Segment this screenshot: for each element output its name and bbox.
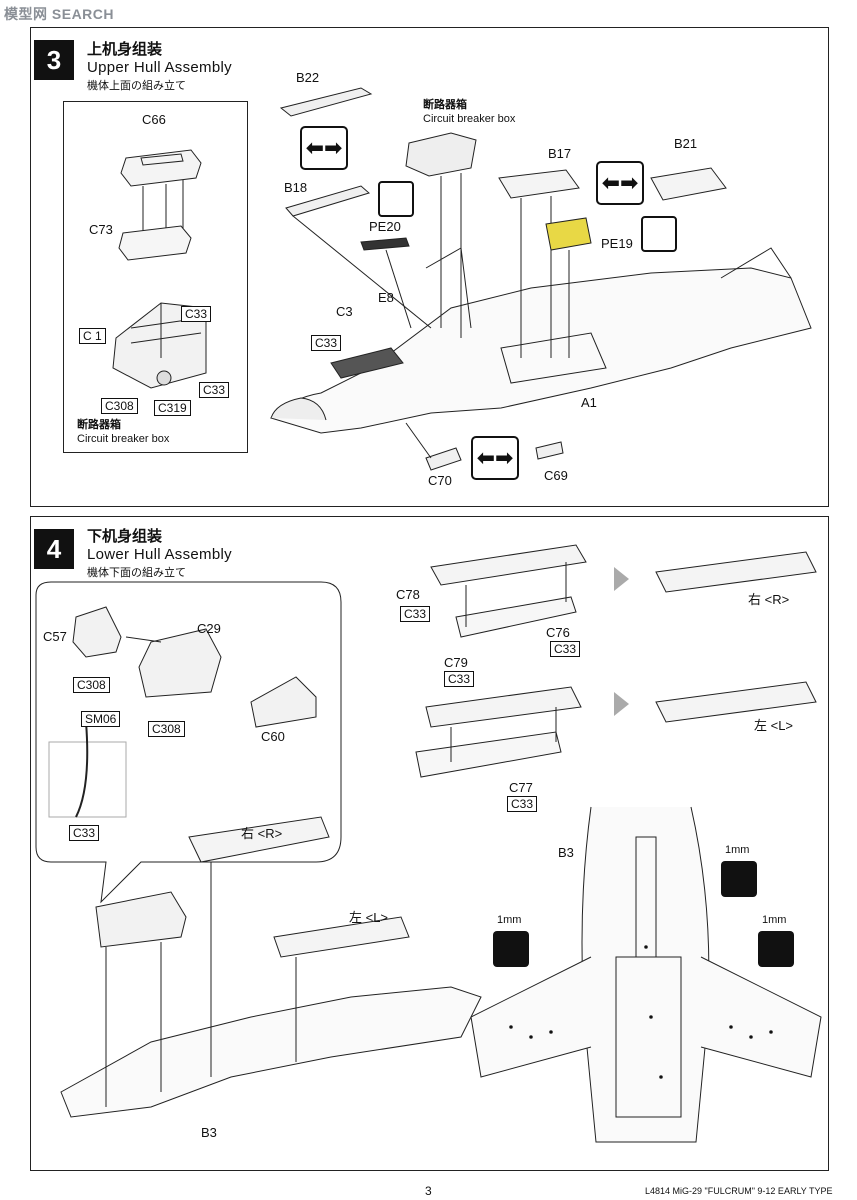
inset-caption-en: Circuit breaker box — [77, 433, 170, 445]
label-C70: C70 — [428, 473, 452, 488]
glue-icon-1 — [378, 181, 414, 217]
step4-number: 4 — [34, 529, 74, 569]
inset-caption: 断路器箱 Circuit breaker box — [77, 418, 169, 446]
drill-label-2: 1mm — [725, 844, 750, 856]
step4-title-cn: 下机身组装 — [87, 528, 163, 545]
callout-circuit-breaker: 断路器箱 Circuit breaker box — [423, 98, 515, 126]
glue-icon-2 — [641, 216, 677, 252]
label-C33-c76: C33 — [550, 641, 581, 657]
label-C308: C308 — [101, 398, 138, 414]
reverse-side-icon-1: ⬅➡ — [300, 126, 348, 170]
label-C77: C77 — [509, 780, 533, 795]
label-C308-a: C308 — [73, 677, 110, 693]
step4-number-text: 4 — [46, 533, 62, 564]
label-E8: E8 — [378, 290, 394, 305]
label-C76: C76 — [546, 625, 570, 640]
label-B18: B18 — [284, 180, 308, 195]
step3-title-cn: 上机身组装 — [87, 41, 163, 58]
label-C29: C29 — [197, 621, 221, 636]
step3-title-jp: 機体上面の組み立て — [87, 80, 186, 92]
step4-title-en: Lower Hull Assembly — [87, 546, 232, 563]
label-B17: B17 — [548, 146, 572, 161]
label-A1: A1 — [581, 395, 597, 410]
callout-cn: 断路器箱 — [423, 99, 467, 111]
label-C33-c77: C33 — [507, 796, 538, 812]
drill-icon-3 — [758, 931, 794, 967]
label-C33: C33 — [311, 335, 342, 351]
label-PE20: PE20 — [369, 219, 401, 234]
label-B3-bottom: B3 — [558, 845, 574, 860]
label-right-bay: 右 <R> — [241, 826, 283, 841]
step3-title-en: Upper Hull Assembly — [87, 59, 232, 76]
label-C33-a: C33 — [181, 306, 212, 322]
label-C33-c79: C33 — [444, 671, 475, 687]
step3-number-text: 3 — [46, 44, 62, 75]
product-footer: L4814 MiG-29 "FULCRUM" 9-12 EARLY TYPE — [645, 1186, 832, 1196]
label-left-bay: 左 <L> — [349, 910, 389, 925]
step3-number: 3 — [34, 40, 74, 80]
label-C308-b: C308 — [148, 721, 185, 737]
step3-drawing — [112, 87, 812, 471]
step3-panel: 3 上机身组装 Upper Hull Assembly 機体上面の組み立て — [30, 27, 829, 507]
step4-panel: 4 下机身组装 Lower Hull Assembly 機体下面の組み立て — [30, 516, 829, 1171]
label-B22: B22 — [296, 70, 320, 85]
step3-inset-box — [63, 101, 248, 453]
drill-icon-2 — [721, 861, 757, 897]
label-right-half: 右 <R> — [748, 592, 790, 607]
label-C66: C66 — [142, 112, 166, 127]
label-PE19: PE19 — [601, 236, 633, 251]
page-number: 3 — [425, 1184, 432, 1198]
watermark-text: 模型网 SEARCH — [4, 6, 115, 22]
page-number-text: 3 — [425, 1184, 432, 1198]
watermark: 模型网 SEARCH — [4, 4, 114, 24]
label-B21: B21 — [674, 136, 698, 151]
label-C79: C79 — [444, 655, 468, 670]
drill-label-1: 1mm — [497, 914, 522, 926]
step4-drawing — [35, 544, 822, 1143]
drill-label-3: 1mm — [762, 914, 787, 926]
step4-title-jp: 機体下面の組み立て — [87, 567, 186, 579]
reverse-side-icon-2: ⬅➡ — [596, 161, 644, 205]
inset-caption-cn: 断路器箱 — [77, 419, 121, 431]
step3-title: 上机身组装 Upper Hull Assembly 機体上面の組み立て — [87, 41, 232, 95]
step4-title: 下机身组装 Lower Hull Assembly 機体下面の組み立て — [87, 528, 232, 582]
drill-icon-1 — [493, 931, 529, 967]
label-SM06: SM06 — [81, 711, 121, 727]
label-C33-c78: C33 — [400, 606, 431, 622]
label-C1: C 1 — [79, 328, 106, 344]
label-left-half: 左 <L> — [754, 718, 794, 733]
label-C57: C57 — [43, 629, 67, 644]
label-C3: C3 — [336, 304, 353, 319]
label-C319: C319 — [154, 400, 191, 416]
label-C60: C60 — [261, 729, 285, 744]
label-C73: C73 — [89, 222, 113, 237]
reverse-side-icon-3: ⬅➡ — [471, 436, 519, 480]
label-C33-b: C33 — [199, 382, 230, 398]
product-footer-text: L4814 MiG-29 "FULCRUM" 9-12 EARLY TYPE — [645, 1186, 833, 1196]
callout-en: Circuit breaker box — [423, 113, 516, 125]
label-C69: C69 — [544, 468, 568, 483]
label-B3-main: B3 — [201, 1125, 217, 1140]
label-C78: C78 — [396, 587, 420, 602]
label-C33-detail: C33 — [69, 825, 100, 841]
